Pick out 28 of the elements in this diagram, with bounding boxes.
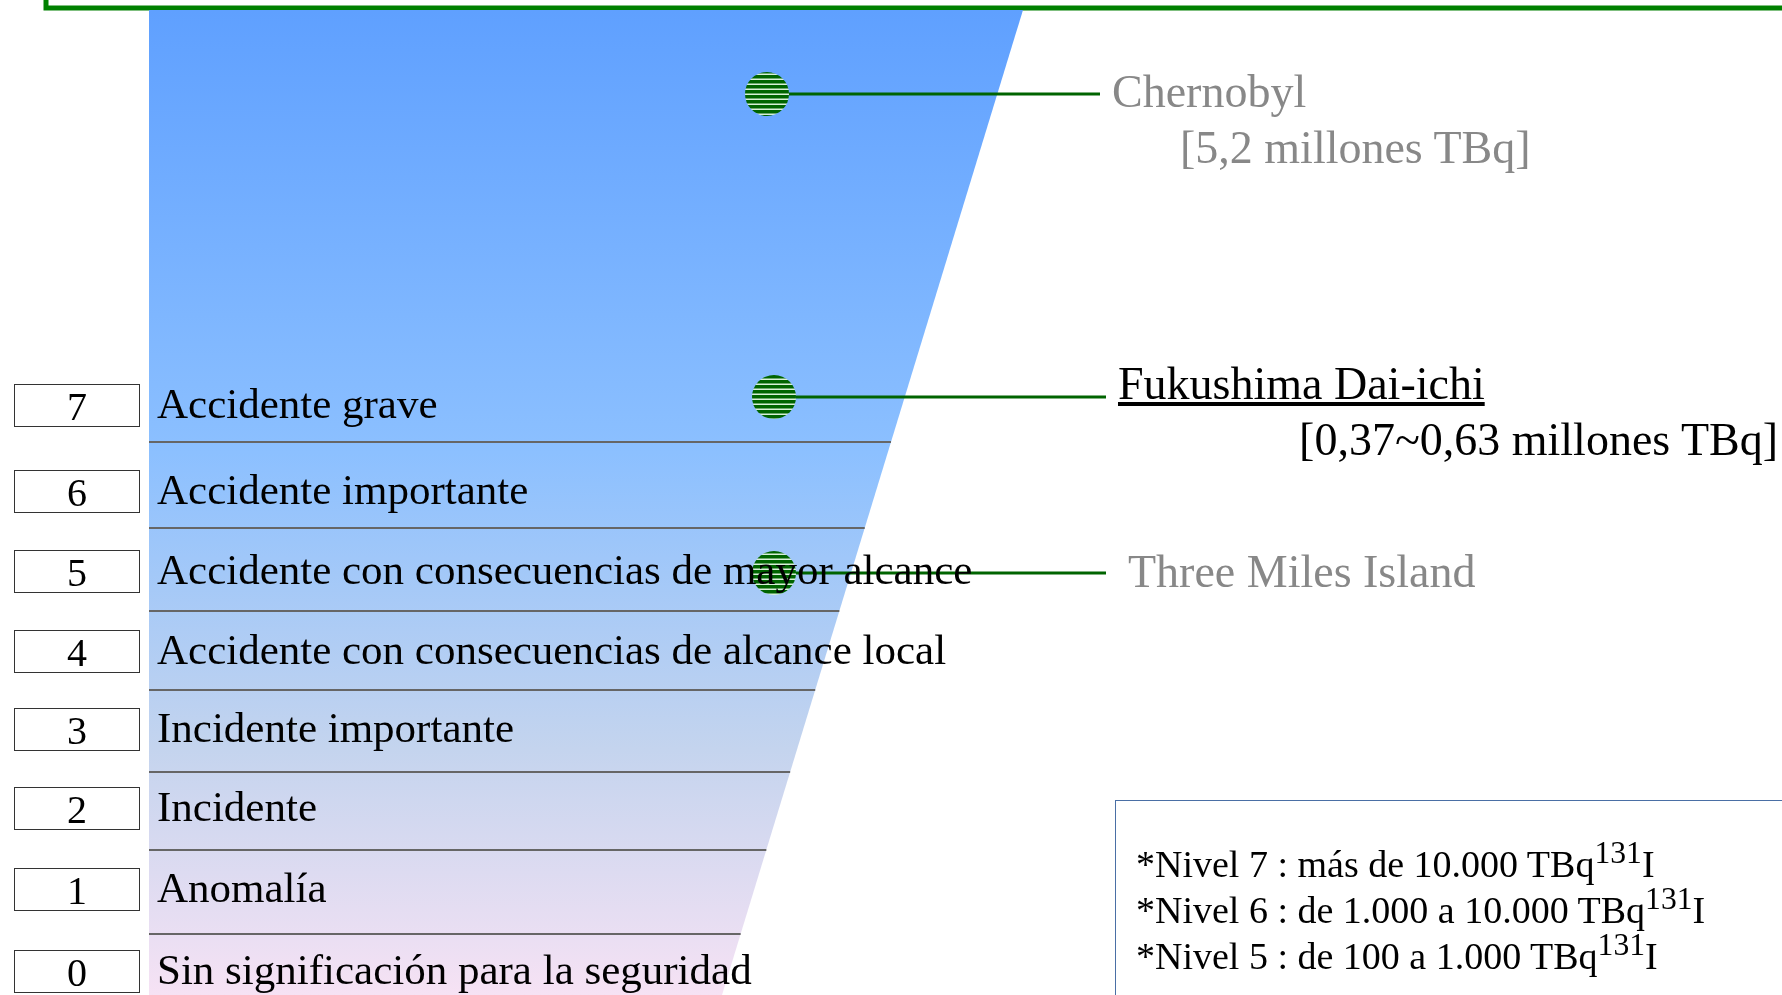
release-value: [5,2 millones TBq]	[1180, 124, 1531, 172]
event-name: Three Miles Island	[1128, 548, 1476, 596]
level-label: Accidente con consecuencias de alcance local	[157, 626, 947, 674]
level-number: 6	[14, 470, 140, 513]
level-number: 0	[14, 950, 140, 993]
level-number: 7	[14, 384, 140, 427]
leader-line	[796, 395, 1106, 399]
level-number: 3	[14, 708, 140, 751]
note-box	[1115, 800, 1782, 995]
level-number: 4	[14, 630, 140, 673]
level-number: 5	[14, 550, 140, 593]
leader-line	[789, 92, 1100, 96]
event-name: Chernobyl	[1112, 68, 1307, 116]
release-value: [0,37~0,63 millones TBq]	[1299, 416, 1778, 464]
level-number: 1	[14, 868, 140, 911]
note-text: *Nivel 5 : de 100 a 1.000 TBq$^{131}$I	[1136, 933, 1658, 979]
level-label: Accidente grave	[157, 380, 438, 428]
level-label: Anomalía	[157, 864, 327, 912]
event-marker-dot	[745, 72, 789, 116]
note-text: *Nivel 6 : de 1.000 a 10.000 TBq$^{131}$I	[1136, 887, 1706, 933]
level-label: Sin significación para la seguridad	[157, 946, 752, 994]
event-marker-dot	[752, 375, 796, 419]
event-name: Fukushima Dai-ichi	[1118, 360, 1485, 408]
level-label: Incidente	[157, 783, 317, 831]
level-number: 2	[14, 787, 140, 830]
level-label: Incidente importante	[157, 704, 514, 752]
level-label: Accidente importante	[157, 466, 529, 514]
note-text: *Nivel 7 : más de 10.000 TBq$^{131}$I	[1136, 841, 1655, 887]
